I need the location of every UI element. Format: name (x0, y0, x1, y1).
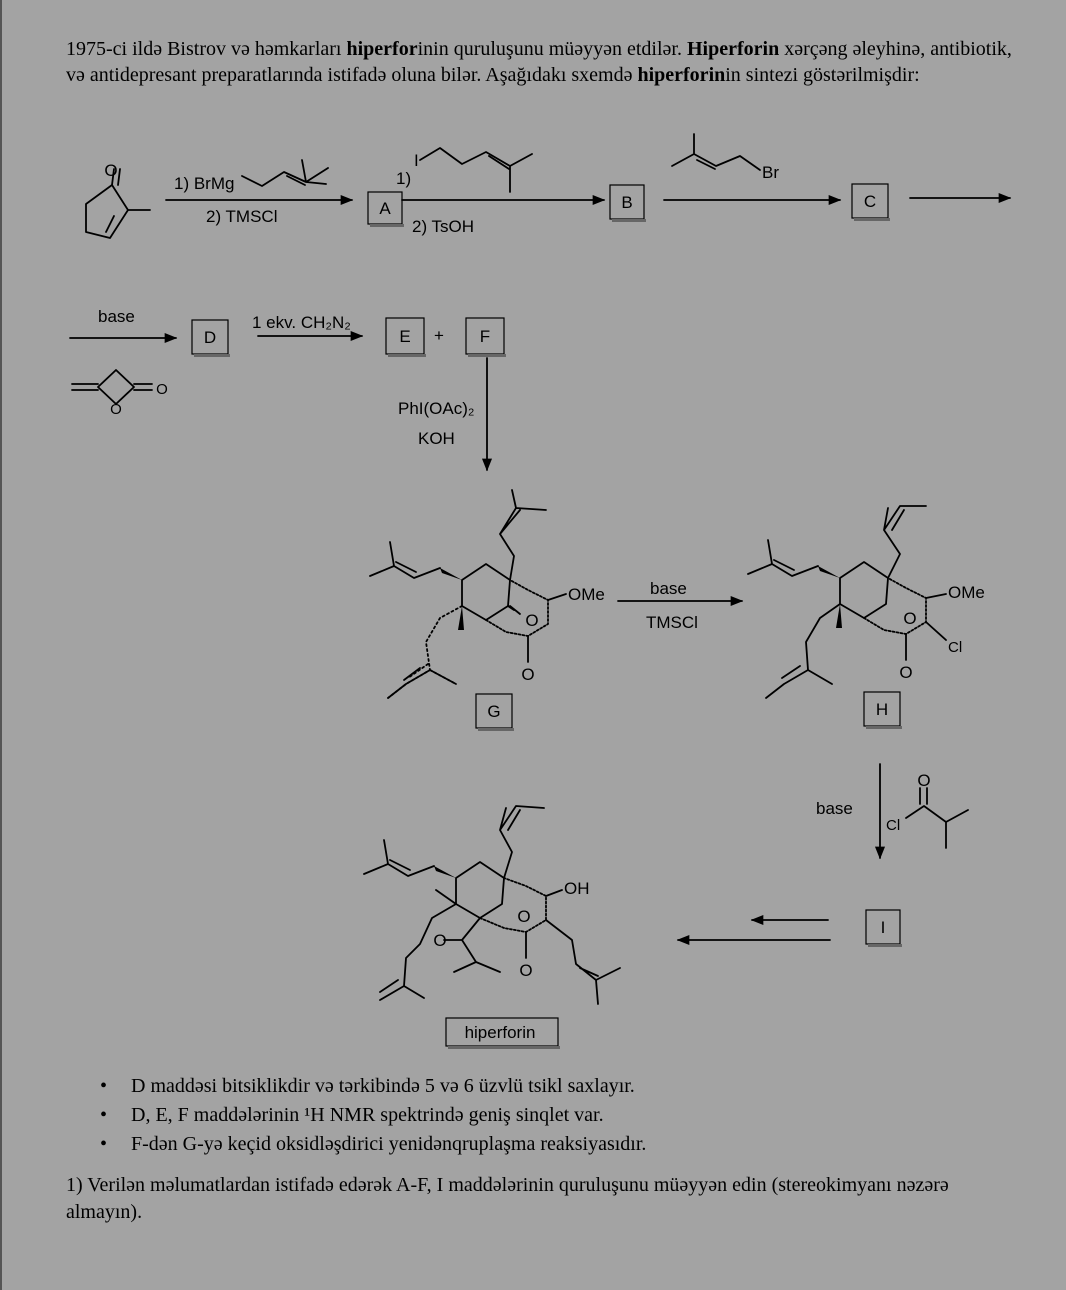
atom-ome: OMe (948, 583, 985, 602)
atom-oxygen: O (903, 609, 916, 628)
atom-oxygen: O (433, 931, 446, 950)
compound-G-structure (369, 489, 567, 699)
svg-text:F: F (480, 327, 490, 346)
box-D: D (191, 319, 230, 357)
svg-text:G: G (487, 702, 500, 721)
note-item: F-dən G-yə keçid oksidləşdirici yenidənq… (100, 1130, 646, 1159)
reagent-grignard: 1) BrMg (174, 174, 234, 193)
cyclopentenone-structure (85, 168, 151, 239)
box-G: G (475, 693, 514, 731)
atom-oxygen: O (525, 611, 538, 630)
svg-text:B: B (621, 193, 632, 212)
hyperforin-term: hiperfor (346, 38, 418, 60)
svg-text:E: E (399, 327, 410, 346)
atom-ome: OMe (568, 585, 605, 604)
svg-text:I: I (881, 918, 886, 937)
atom-oh: OH (564, 879, 590, 898)
reagent-cl: Cl (886, 817, 900, 834)
plus-sign: + (434, 326, 444, 345)
svg-text:H: H (876, 700, 888, 719)
reagent-tmscl-2: TMSCl (646, 613, 698, 632)
atom-oxygen: O (104, 161, 117, 180)
reagent-base-2: base (650, 579, 687, 598)
reagent-base-3: base (816, 799, 853, 818)
diketene-structure (71, 369, 153, 405)
atom-oxygen: O (110, 401, 122, 418)
hiperforin-structure (363, 805, 621, 1005)
intro-paragraph: 1975-ci ildə Bistrov və həmkarları hiper… (66, 38, 1012, 86)
reagent-tmscl: 2) TMSCl (206, 207, 277, 226)
reagent-tsoh: 2) TsOH (412, 217, 474, 236)
box-A: A (367, 191, 404, 227)
svg-text:C: C (864, 192, 876, 211)
reagent-phi-oac2: PhI(OAc)₂ (398, 399, 475, 418)
hyperforin-term: Hiperforin (686, 38, 780, 60)
atom-oxygen: O (917, 771, 930, 790)
atom-oxygen: O (899, 663, 912, 682)
atom-oxygen: O (517, 907, 530, 926)
note-item: D maddəsi bitsiklikdir və tərkibində 5 v… (100, 1072, 646, 1101)
notes-list: D maddəsi bitsiklikdir və tərkibində 5 v… (100, 1072, 646, 1159)
atom-oxygen: O (156, 381, 168, 398)
box-E: E (385, 317, 426, 357)
reagent-base: base (98, 307, 135, 326)
box-H: H (863, 691, 902, 729)
reagent-diazomethane: 1 ekv. CH₂N₂ (252, 313, 351, 332)
question-text: 1) Verilən məlumatlardan istifadə edərək… (66, 1174, 949, 1223)
svg-text:A: A (379, 199, 391, 218)
atom-chlorine: Cl (948, 639, 962, 656)
box-C: C (851, 183, 890, 221)
reagent-bromo: Br (762, 163, 779, 182)
reagent-step-1: 1) (396, 169, 411, 188)
atom-oxygen: O (521, 665, 534, 684)
box-F: F (465, 317, 506, 357)
note-item: D, E, F maddələrinin ¹H NMR spektrində g… (100, 1101, 646, 1130)
box-hiperforin: hiperforin (445, 1017, 560, 1049)
box-B: B (609, 184, 646, 222)
compound-H-structure (747, 505, 947, 699)
hyperforin-term: hiperforin (637, 64, 726, 86)
reagent-iodo: I (414, 151, 419, 170)
box-I: I (865, 909, 902, 947)
atom-oxygen: O (519, 961, 532, 980)
svg-text:D: D (204, 328, 216, 347)
reagent-koh: KOH (418, 429, 455, 448)
page-left-border (0, 0, 2, 1290)
svg-text:hiperforin: hiperforin (465, 1023, 536, 1042)
